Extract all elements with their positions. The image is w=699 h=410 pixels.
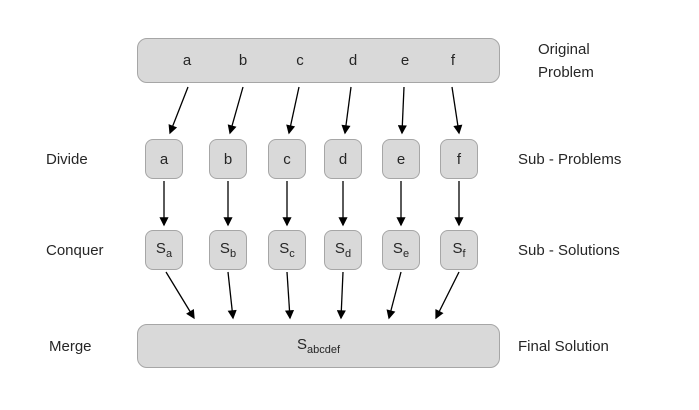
arrow-f-to-sub-f bbox=[451, 86, 463, 135]
original-item-b: b bbox=[238, 51, 248, 69]
arrow-sol-e-to-merge bbox=[386, 271, 402, 320]
arrow-sol-b-to-merge bbox=[227, 271, 237, 320]
sub-solution-box-d: Sd bbox=[324, 230, 362, 270]
sub-problem-box-a: a bbox=[145, 139, 183, 179]
sub-solution-label: Se bbox=[392, 240, 410, 260]
sub-solution-box-e: Se bbox=[382, 230, 420, 270]
arrow-a-to-sub-a bbox=[168, 86, 189, 135]
original-item-a: a bbox=[182, 51, 192, 69]
original-item-c: c bbox=[296, 51, 304, 69]
sub-solution-label: Sa bbox=[155, 240, 173, 260]
sub-problem-box-f: f bbox=[440, 139, 478, 179]
stage-label-conquer: Conquer bbox=[46, 242, 104, 259]
sub-problem-label: f bbox=[456, 150, 462, 168]
sub-solution-label: Sf bbox=[452, 240, 466, 260]
sub-problem-box-c: c bbox=[268, 139, 306, 179]
sub-problem-box-d: d bbox=[324, 139, 362, 179]
arrow-sol-f-to-merge bbox=[435, 271, 460, 320]
sub-problem-label: c bbox=[283, 150, 291, 168]
original-item-e: e bbox=[400, 51, 410, 69]
original-problem-label: Original Problem bbox=[538, 38, 594, 84]
sub-problem-box-e: e bbox=[382, 139, 420, 179]
sub-solutions-label: Sub - Solutions bbox=[518, 242, 620, 259]
sub-problem-label: d bbox=[338, 150, 348, 168]
original-item-d: d bbox=[348, 51, 358, 69]
sub-solution-label: Sc bbox=[279, 240, 295, 260]
original-problem-label-line2: Problem bbox=[538, 64, 594, 81]
stage-label-divide: Divide bbox=[46, 151, 88, 168]
stage-label-merge: Merge bbox=[49, 338, 92, 355]
arrow-c-to-sub-c bbox=[286, 86, 300, 135]
arrow-e-to-sub-e bbox=[397, 86, 407, 135]
sub-problem-label: b bbox=[223, 150, 233, 168]
sub-problems-label: Sub - Problems bbox=[518, 151, 622, 168]
arrow-sol-c-to-merge bbox=[284, 271, 295, 320]
original-problem-label-line1: Original bbox=[538, 41, 590, 58]
original-item-f: f bbox=[450, 51, 456, 69]
final-solution-label-text: Final Solution bbox=[518, 338, 609, 355]
sub-solution-box-c: Sc bbox=[268, 230, 306, 270]
sub-problem-label: a bbox=[159, 150, 169, 168]
sub-solution-label: Sd bbox=[334, 240, 352, 260]
sub-solution-label: Sb bbox=[219, 240, 237, 260]
original-problem-box: a b c d e f bbox=[137, 38, 500, 83]
arrow-sol-a-to-merge bbox=[165, 271, 195, 320]
arrow-b-to-sub-b bbox=[227, 86, 244, 135]
final-solution-label: Sabcdef bbox=[296, 336, 341, 356]
arrow-sol-d-to-merge bbox=[336, 271, 346, 320]
sub-solution-box-b: Sb bbox=[209, 230, 247, 270]
sub-problem-box-b: b bbox=[209, 139, 247, 179]
sub-problem-label: e bbox=[396, 150, 406, 168]
final-solution-box: Sabcdef bbox=[137, 324, 500, 368]
arrow-d-to-sub-d bbox=[341, 86, 352, 135]
sub-solution-box-a: Sa bbox=[145, 230, 183, 270]
sub-solution-box-f: Sf bbox=[440, 230, 478, 270]
